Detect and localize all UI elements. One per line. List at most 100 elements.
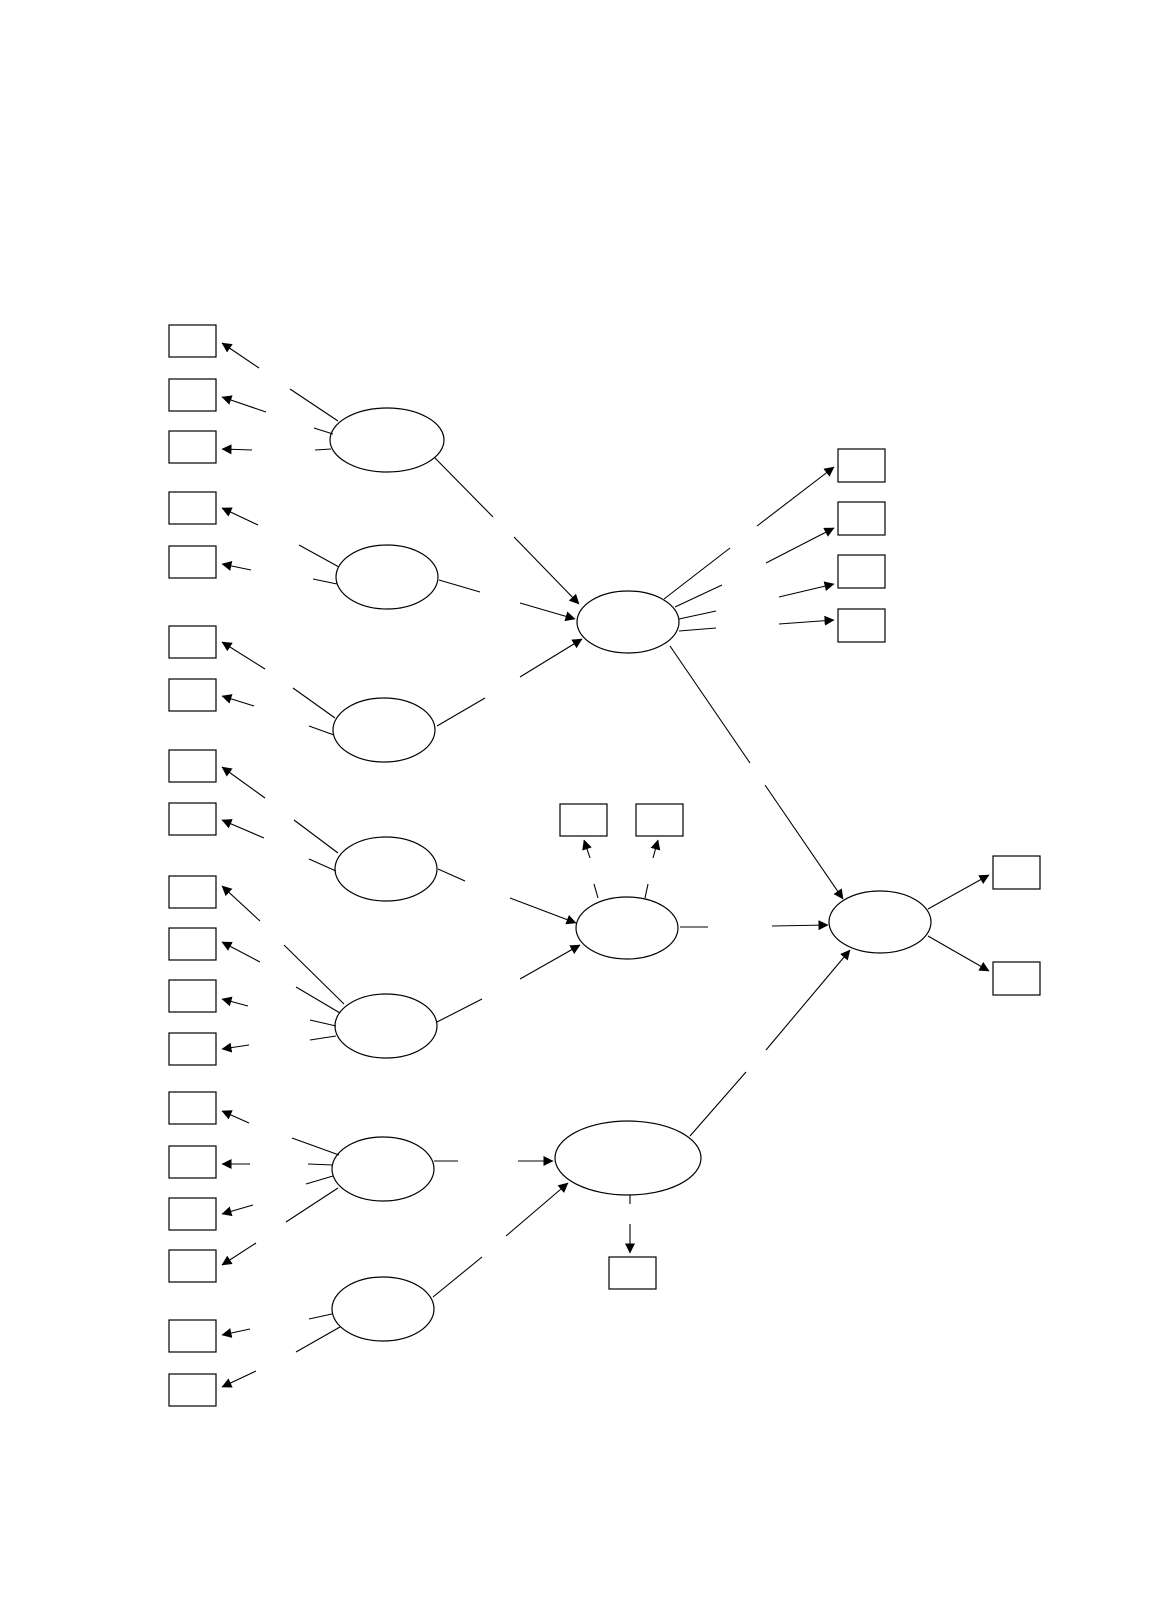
path-arrow [221, 1328, 251, 1338]
path-arrow [519, 602, 576, 622]
path-segment [436, 998, 483, 1023]
path-arrow [756, 466, 835, 527]
path-arrow [771, 920, 829, 931]
path-arrow [778, 615, 835, 626]
path-segment [678, 610, 717, 620]
indicator-box [168, 927, 217, 961]
path-segment [434, 457, 494, 518]
indicator-box [559, 803, 608, 837]
indicator-box [168, 1091, 217, 1125]
path-arrow [221, 1042, 250, 1053]
indicator-box [168, 979, 217, 1013]
path-segment [308, 1313, 333, 1320]
path-segment [295, 1326, 341, 1353]
indicator-box [168, 1249, 217, 1283]
measurement-paths-left [221, 342, 345, 1388]
path-arrow [221, 766, 266, 799]
latent-variables [329, 407, 932, 1342]
path-segment [669, 645, 751, 764]
indicator-box [168, 1319, 217, 1353]
indicator-box [168, 875, 217, 909]
path-arrow [778, 581, 835, 598]
path-arrow [513, 536, 580, 605]
path-segment [298, 544, 340, 568]
path-segment [689, 1071, 747, 1137]
indicator-box [168, 324, 217, 358]
path-segment [293, 819, 339, 854]
path-segment [438, 579, 481, 593]
path-segment [314, 448, 332, 451]
measurement-paths-right [582, 466, 990, 1254]
path-segment [308, 725, 335, 736]
path-segment [289, 388, 339, 422]
path-arrow [505, 1182, 569, 1237]
path-segment [291, 1137, 340, 1156]
latent-3 [332, 697, 436, 763]
path-arrow [221, 641, 266, 670]
path-arrow [519, 944, 581, 980]
indicator-box [168, 802, 217, 836]
path-segment [307, 1163, 334, 1166]
path-segment [285, 1187, 339, 1223]
latent-10 [554, 1120, 702, 1196]
path-segment [436, 697, 486, 727]
latent-5 [334, 993, 438, 1059]
latent-4 [334, 836, 438, 902]
path-arrow [221, 1242, 257, 1266]
path-segment [292, 687, 336, 719]
path-segment [437, 868, 466, 882]
indicator-box [168, 491, 217, 525]
path-segment [309, 1019, 337, 1027]
path-arrow [221, 561, 252, 571]
path-arrow [221, 1204, 254, 1217]
structural-paths [432, 457, 851, 1298]
latent-2 [335, 544, 439, 610]
path-segment [432, 1256, 483, 1298]
indicator-box [168, 378, 217, 412]
path-arrow [221, 694, 255, 707]
indicator-box [837, 608, 886, 643]
latent-6 [331, 1136, 435, 1202]
path-arrow [582, 839, 592, 859]
indicator-box [168, 678, 217, 712]
latent-8 [576, 590, 680, 654]
indicator-box [168, 545, 217, 579]
path-segment [644, 883, 649, 899]
latent-7 [331, 1276, 435, 1342]
indicator-box [992, 961, 1041, 996]
path-arrow [221, 1370, 257, 1388]
path-segment [295, 986, 341, 1014]
path-arrow [519, 638, 583, 678]
path-arrow [221, 819, 265, 839]
path-arrow [650, 839, 661, 859]
indicator-box [168, 430, 217, 464]
indicator-box [168, 749, 217, 783]
path-arrow [221, 996, 249, 1007]
right-indicators [559, 448, 1041, 1290]
path-segment [308, 858, 337, 872]
path-arrow [221, 1110, 250, 1124]
path-arrow [221, 444, 253, 455]
path-arrow [221, 342, 260, 369]
indicator-box [635, 803, 684, 837]
path-arrow [765, 949, 851, 1051]
latent-1 [329, 407, 445, 473]
indicator-box [608, 1256, 657, 1290]
indicator-box [168, 1032, 217, 1066]
path-arrow [221, 395, 267, 413]
path-segment [313, 427, 334, 435]
path-arrow [764, 784, 844, 900]
indicator-box [168, 1145, 217, 1179]
path-arrow [221, 885, 261, 922]
latent-9 [575, 896, 679, 960]
indicator-box [992, 855, 1041, 890]
path-segment [283, 944, 345, 1005]
path-arrow [765, 527, 835, 564]
path-arrow [221, 507, 259, 526]
indicator-box [168, 625, 217, 659]
indicator-box [168, 1197, 217, 1231]
path-segment [309, 1035, 337, 1041]
path-segment [663, 547, 731, 600]
indicator-box [837, 448, 886, 483]
